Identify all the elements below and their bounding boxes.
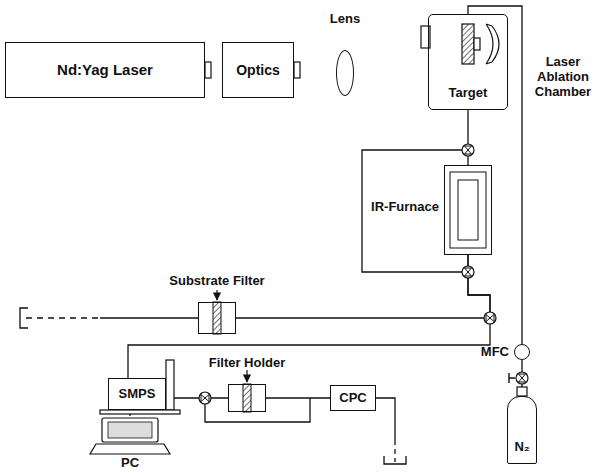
furnace-tube: [450, 172, 486, 248]
smps-box: SMPS: [108, 378, 166, 410]
leader-arrow: [246, 370, 247, 382]
target-holder: [474, 38, 480, 50]
pc-screen: [108, 422, 152, 438]
box-label: Target: [449, 86, 488, 101]
pc-monitor: [102, 418, 158, 442]
furnace-core: [458, 180, 478, 240]
three-way-valve: [199, 392, 211, 404]
box-label: Nd:Yag Laser: [57, 61, 153, 78]
filter-holder: Filter Holder: [228, 384, 266, 412]
ablation-chamber: TargetLaser Ablation Chamber: [428, 14, 508, 110]
lens-ellipse: Lens: [336, 50, 354, 96]
filter-medium: [213, 302, 221, 334]
optics-box: Optics: [222, 42, 294, 98]
smps-column: [166, 360, 174, 410]
tube-line: [166, 397, 228, 398]
valve-handle: [509, 373, 515, 383]
exhaust-bracket: [20, 308, 28, 328]
exhaust-dashed-line: [394, 440, 395, 462]
box-label: Optics: [236, 62, 280, 78]
exhaust-line: [100, 317, 198, 318]
tube-line: [467, 110, 468, 165]
cpc-box: CPC: [330, 385, 376, 411]
exhaust-line: [376, 398, 395, 440]
target-rotator: [486, 24, 499, 64]
component-label: IR-Furnace: [371, 200, 439, 215]
smps-base: [100, 410, 180, 414]
tube-line: [468, 6, 522, 344]
laser-box: Nd:Yag Laser: [5, 42, 205, 98]
filter-medium: [243, 384, 251, 412]
three-way-valve: [484, 312, 496, 324]
needle-valve: [516, 372, 528, 384]
tube-line: [266, 397, 330, 398]
component-label: MFC: [481, 345, 509, 360]
exhaust-bracket: [384, 456, 406, 464]
exhaust-dashed-line: [26, 317, 100, 318]
pc-keyboard: [90, 444, 170, 454]
substrate-filter: Substrate Filter: [198, 302, 236, 334]
component-label: PC: [121, 456, 139, 471]
box-label: SMPS: [119, 387, 156, 402]
filter-bypass-line: [205, 398, 310, 422]
three-way-valve: [462, 144, 474, 156]
ir-furnace: IR-Furnace: [444, 165, 492, 255]
leader-arrow: [216, 290, 217, 300]
laser-output-port: [205, 62, 211, 78]
tube-line: [128, 255, 490, 378]
box-label: N₂: [514, 440, 529, 455]
box-label: CPC: [339, 391, 366, 406]
pc-computer: PC: [92, 416, 168, 454]
component-label: Lens: [330, 12, 360, 27]
component-label: Substrate Filter: [169, 274, 264, 289]
component-label: Laser Ablation Chamber: [527, 55, 599, 100]
mass-flow-controller: MFC: [514, 344, 530, 360]
furnace-bypass-line: [362, 150, 468, 272]
three-way-valve: [462, 266, 474, 278]
optics-output-port: [294, 62, 300, 78]
gas-cylinder: N₂: [507, 396, 537, 464]
component-label: Filter Holder: [209, 356, 286, 371]
target-plate: [462, 24, 474, 64]
tube-line: [236, 255, 490, 318]
cylinder-neck: [517, 387, 527, 396]
